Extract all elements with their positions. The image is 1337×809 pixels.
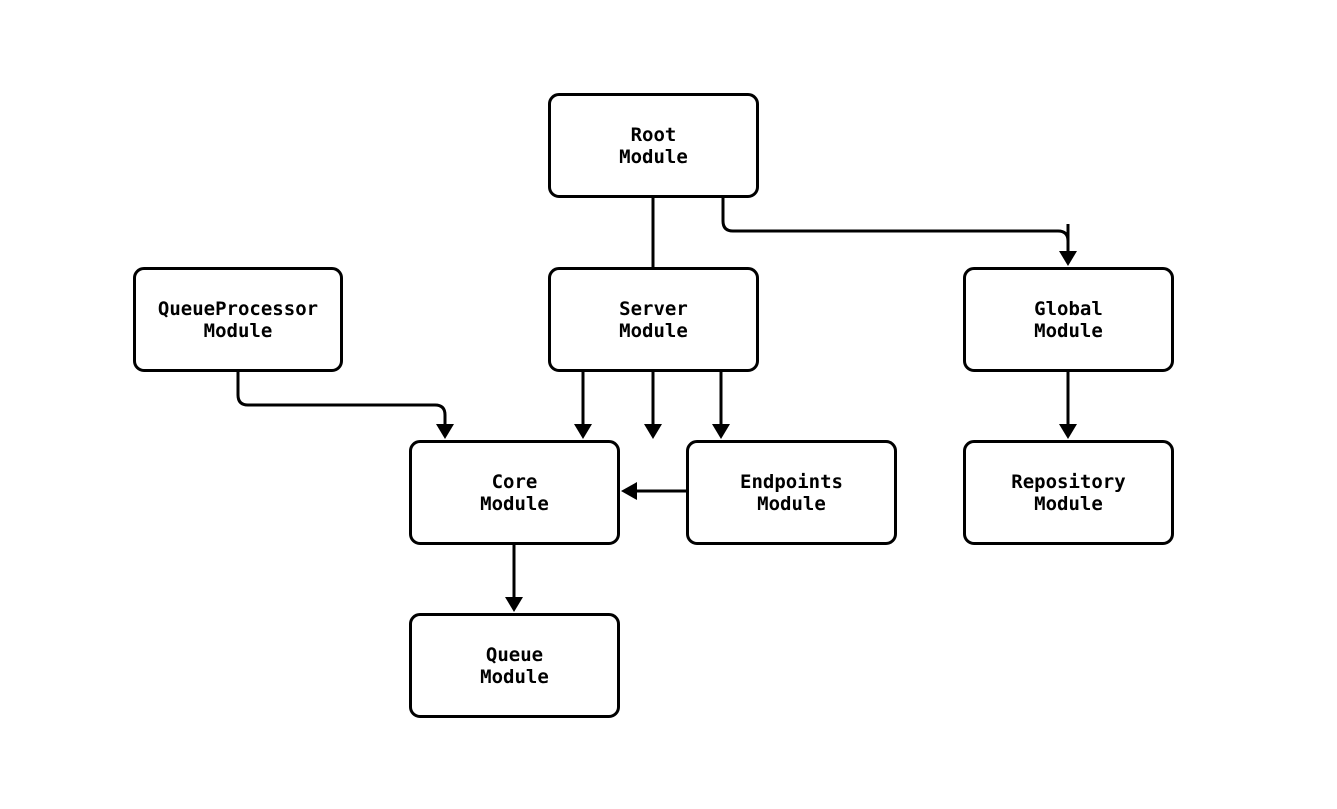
node-queue-module-line2: Module [480,665,549,688]
node-endpoints-module-line1: Endpoints [740,470,843,493]
edge-server-to-endpoints-arrowhead [712,424,730,439]
edge-queueprocessor-to-core [236,372,447,424]
edge-endpoints-to-core-arrowhead [621,482,637,500]
node-queue-module-line1: Queue [485,643,544,666]
node-endpoints-module[interactable]: Endpoints Module [686,440,897,545]
node-root-module-line2: Module [619,145,688,168]
edge-root-to-server-arrowhead [644,424,662,439]
node-queueprocessor-module[interactable]: QueueProcessor Module [133,267,343,372]
node-core-module-line2: Module [480,492,549,515]
node-global-module-line2: Module [1034,319,1103,342]
node-server-module[interactable]: Server Module [548,267,759,372]
node-repository-module[interactable]: Repository Module [963,440,1174,545]
edge-global-to-repository-arrowhead [1059,424,1077,439]
node-root-module[interactable]: Root Module [548,93,759,198]
node-queue-module[interactable]: Queue Module [409,613,620,718]
node-core-module-line1: Core [491,470,538,493]
node-server-module-line2: Module [619,319,688,342]
node-global-module-line1: Global [1034,297,1103,320]
node-queueprocessor-module-line2: Module [203,319,273,342]
node-endpoints-module-line2: Module [757,492,826,515]
edge-root-to-global-arrowhead [1059,251,1077,266]
edge-queueprocessor-to-core-arrowhead [436,424,454,439]
edge-core-to-queue-arrowhead [505,597,523,612]
node-server-module-line1: Server [619,297,688,320]
edge-root-to-global [721,198,1070,243]
node-global-module[interactable]: Global Module [963,267,1174,372]
node-repository-module-line2: Module [1034,492,1103,515]
node-root-module-line1: Root [630,123,677,146]
node-repository-module-line1: Repository [1011,470,1126,493]
edge-server-to-core-arrowhead [574,424,592,439]
node-core-module[interactable]: Core Module [409,440,620,545]
node-queueprocessor-module-line1: QueueProcessor [157,297,319,320]
